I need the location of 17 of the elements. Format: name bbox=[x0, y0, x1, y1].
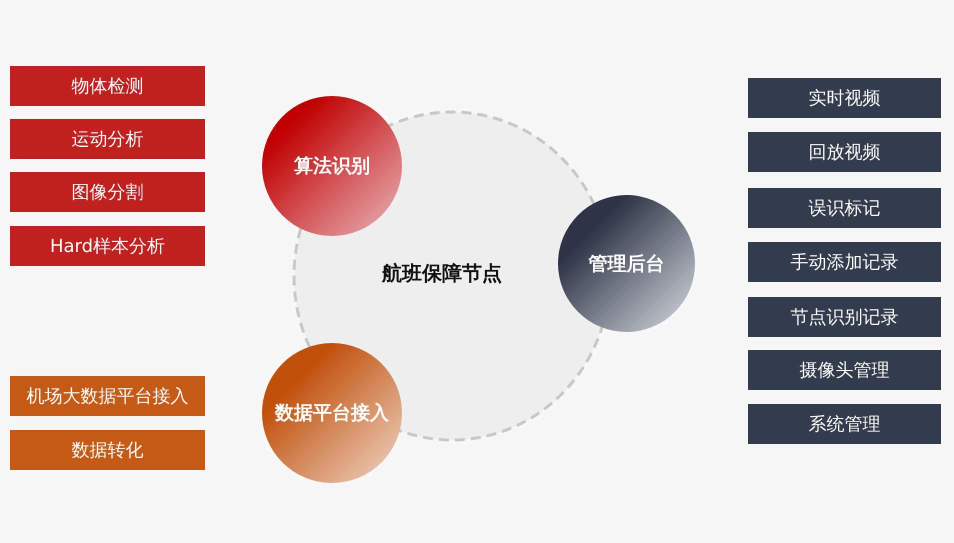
feature-box: 运动分析 bbox=[10, 119, 205, 159]
feature-box: 手动添加记录 bbox=[748, 242, 941, 282]
feature-box: 数据转化 bbox=[10, 430, 205, 470]
feature-box: Hard样本分析 bbox=[10, 226, 205, 266]
feature-box: 图像分割 bbox=[10, 172, 205, 212]
feature-box: 实时视频 bbox=[748, 78, 941, 118]
module-circle: 管理后台 bbox=[558, 195, 695, 332]
feature-box: 系统管理 bbox=[748, 404, 941, 444]
feature-box: 回放视频 bbox=[748, 132, 941, 172]
module-circle: 数据平台接入 bbox=[262, 343, 402, 483]
module-circle: 算法识别 bbox=[262, 96, 402, 236]
feature-box: 误识标记 bbox=[748, 188, 941, 228]
feature-box: 节点识别记录 bbox=[748, 297, 941, 337]
feature-box: 摄像头管理 bbox=[748, 350, 941, 390]
feature-box: 物体检测 bbox=[10, 66, 205, 106]
feature-box: 机场大数据平台接入 bbox=[10, 376, 205, 416]
hub-title: 航班保障节点 bbox=[382, 260, 502, 287]
